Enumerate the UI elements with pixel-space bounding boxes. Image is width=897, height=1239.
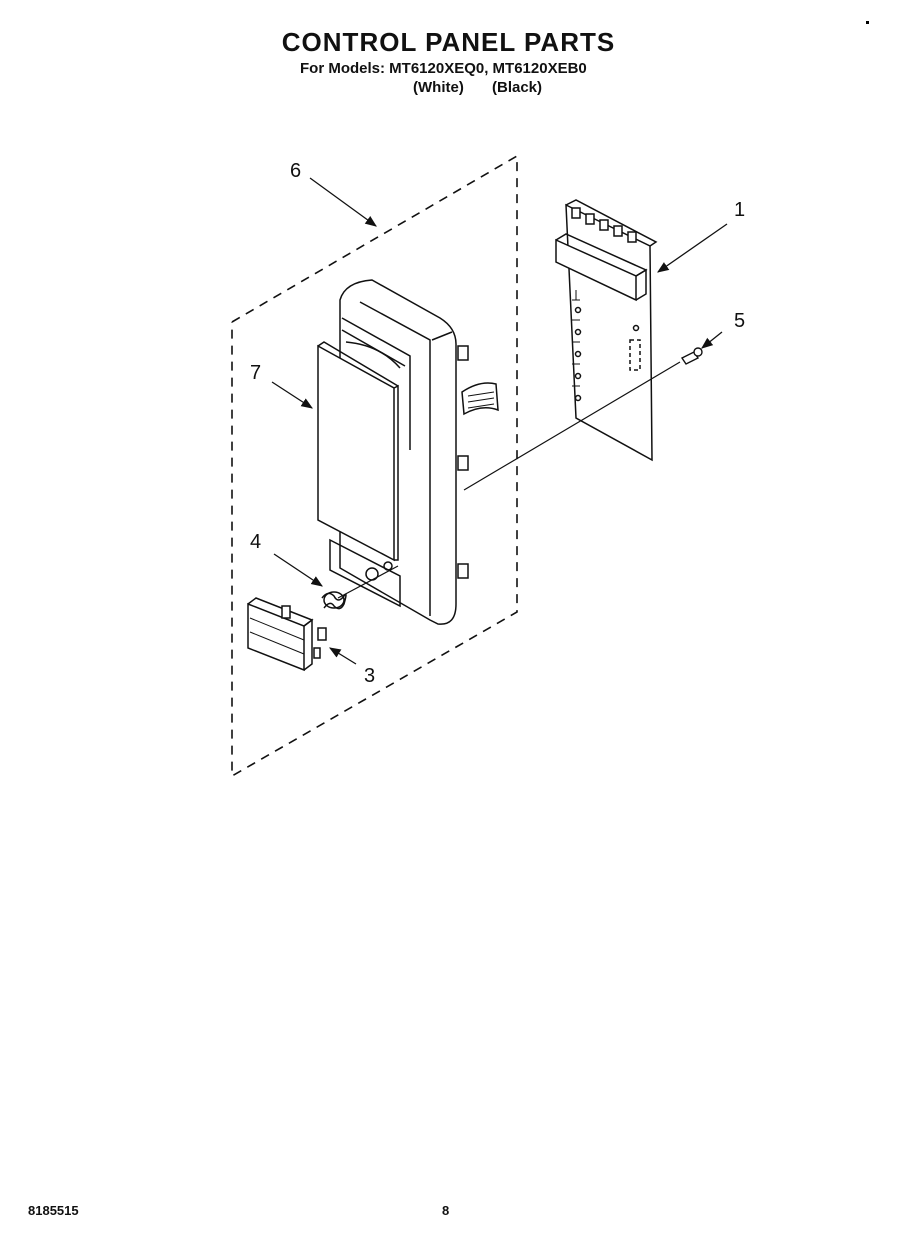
corner-mark — [866, 21, 869, 24]
color-variants: (White) (Black) — [413, 79, 566, 96]
page-number: 8 — [442, 1203, 450, 1218]
spring — [321, 591, 347, 610]
page-title: CONTROL PANEL PARTS — [281, 27, 616, 57]
variant-black: (Black) — [492, 79, 543, 96]
door-release-button — [247, 597, 327, 672]
callout-leaders — [271, 177, 728, 665]
alignment-lines — [337, 361, 681, 599]
document-code: 8185515 — [28, 1203, 79, 1218]
callout-3: 3 — [364, 665, 375, 687]
callout-1: 1 — [734, 199, 745, 221]
touch-pad — [317, 341, 399, 562]
callout-6: 6 — [290, 160, 301, 182]
model-numbers: For Models: MT6120XEQ0, MT6120XEB0 — [300, 60, 587, 77]
panel-assembly-boundary — [231, 154, 518, 778]
callout-7: 7 — [250, 362, 261, 384]
screw — [680, 347, 703, 365]
callout-5: 5 — [734, 310, 745, 332]
variant-white: (White) — [413, 79, 464, 96]
control-board — [555, 199, 658, 462]
callout-4: 4 — [250, 531, 261, 553]
